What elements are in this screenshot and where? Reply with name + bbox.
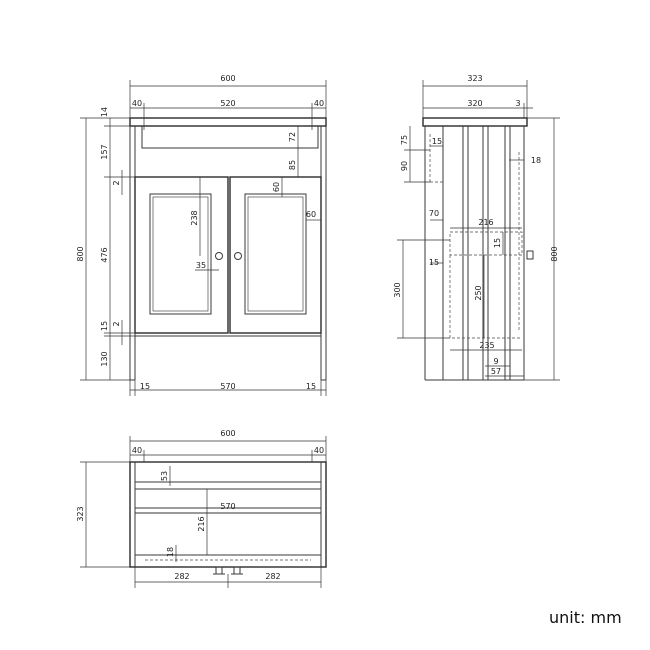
dim-label: 216 (478, 218, 493, 227)
dim-label: 3 (515, 99, 520, 108)
dim-label: 250 (474, 285, 483, 300)
front-view: 600 40 520 40 14 72 157 85 2 476 2 15 80… (76, 74, 327, 396)
dim-label: 60 (272, 182, 281, 192)
dim-label: 600 (220, 429, 235, 438)
dim-label: 40 (314, 99, 324, 108)
dim-label: 320 (467, 99, 482, 108)
dim-label: 40 (132, 99, 142, 108)
front-right-door-panel (244, 193, 307, 315)
front-right-door-panel-inner (247, 196, 304, 312)
dim-label: 40 (132, 446, 142, 455)
dim-label: 70 (429, 209, 439, 218)
dim-label: 14 (100, 107, 109, 117)
dim-label: 2 (112, 321, 121, 326)
dim-label: 2 (112, 180, 121, 185)
dim-label: 9 (493, 357, 498, 366)
dim-label: 57 (491, 367, 501, 376)
top-left-foot (215, 566, 223, 574)
top-view: 600 40 40 53 570 323 216 18 282 282 (76, 429, 327, 588)
dim-label: 18 (166, 547, 175, 557)
front-left-door-panel-inner (152, 196, 209, 312)
dim-label: 800 (76, 246, 85, 261)
dim-label: 72 (288, 132, 297, 142)
top-outline (129, 461, 327, 568)
dim-label: 476 (100, 247, 109, 262)
dim-label: 157 (100, 144, 109, 159)
dim-label: 216 (197, 516, 206, 531)
dim-label: 75 (400, 135, 409, 145)
dim-label: 90 (400, 161, 409, 171)
front-basin-outline (141, 126, 319, 149)
dim-label: 300 (393, 282, 402, 297)
dim-label: 53 (160, 471, 169, 481)
dim-label: 60 (306, 210, 316, 219)
top-right-foot (233, 566, 241, 574)
dim-label: 282 (174, 572, 189, 581)
dim-label: 85 (288, 160, 297, 170)
dim-label: 15 (429, 258, 439, 267)
dim-label: 15 (432, 137, 442, 146)
side-hidden-line (429, 134, 443, 183)
dim-label: 323 (467, 74, 482, 83)
dim-label: 570 (220, 382, 235, 391)
dim-label: 35 (196, 261, 206, 270)
dim-label: 323 (76, 506, 85, 521)
dim-label: 238 (190, 210, 199, 225)
front-countertop (129, 117, 327, 127)
side-countertop (422, 117, 528, 127)
dim-label: 15 (140, 382, 150, 391)
front-right-knob (234, 252, 242, 260)
dim-label: 600 (220, 74, 235, 83)
dim-label: 15 (100, 321, 109, 331)
side-drain-fitting (526, 250, 534, 260)
dim-label: 40 (314, 446, 324, 455)
dim-label: 282 (265, 572, 280, 581)
side-view: 323 320 3 75 15 90 18 800 70 216 15 15 3… (393, 74, 560, 381)
dim-label: 520 (220, 99, 235, 108)
side-hidden-basin (449, 231, 523, 256)
dim-label: 570 (220, 502, 235, 511)
dim-label: 235 (479, 341, 494, 350)
dim-label: 130 (100, 351, 109, 366)
front-left-door-panel (149, 193, 212, 315)
dim-label: 800 (550, 246, 559, 261)
front-left-door (134, 176, 229, 334)
front-left-knob (215, 252, 223, 260)
unit-label: unit: mm (549, 608, 622, 627)
front-right-door (229, 176, 322, 334)
dim-label: 15 (306, 382, 316, 391)
dim-label: 15 (493, 238, 502, 248)
side-hidden-line (449, 255, 522, 339)
top-rail (134, 481, 322, 490)
dim-label: 18 (531, 156, 541, 165)
